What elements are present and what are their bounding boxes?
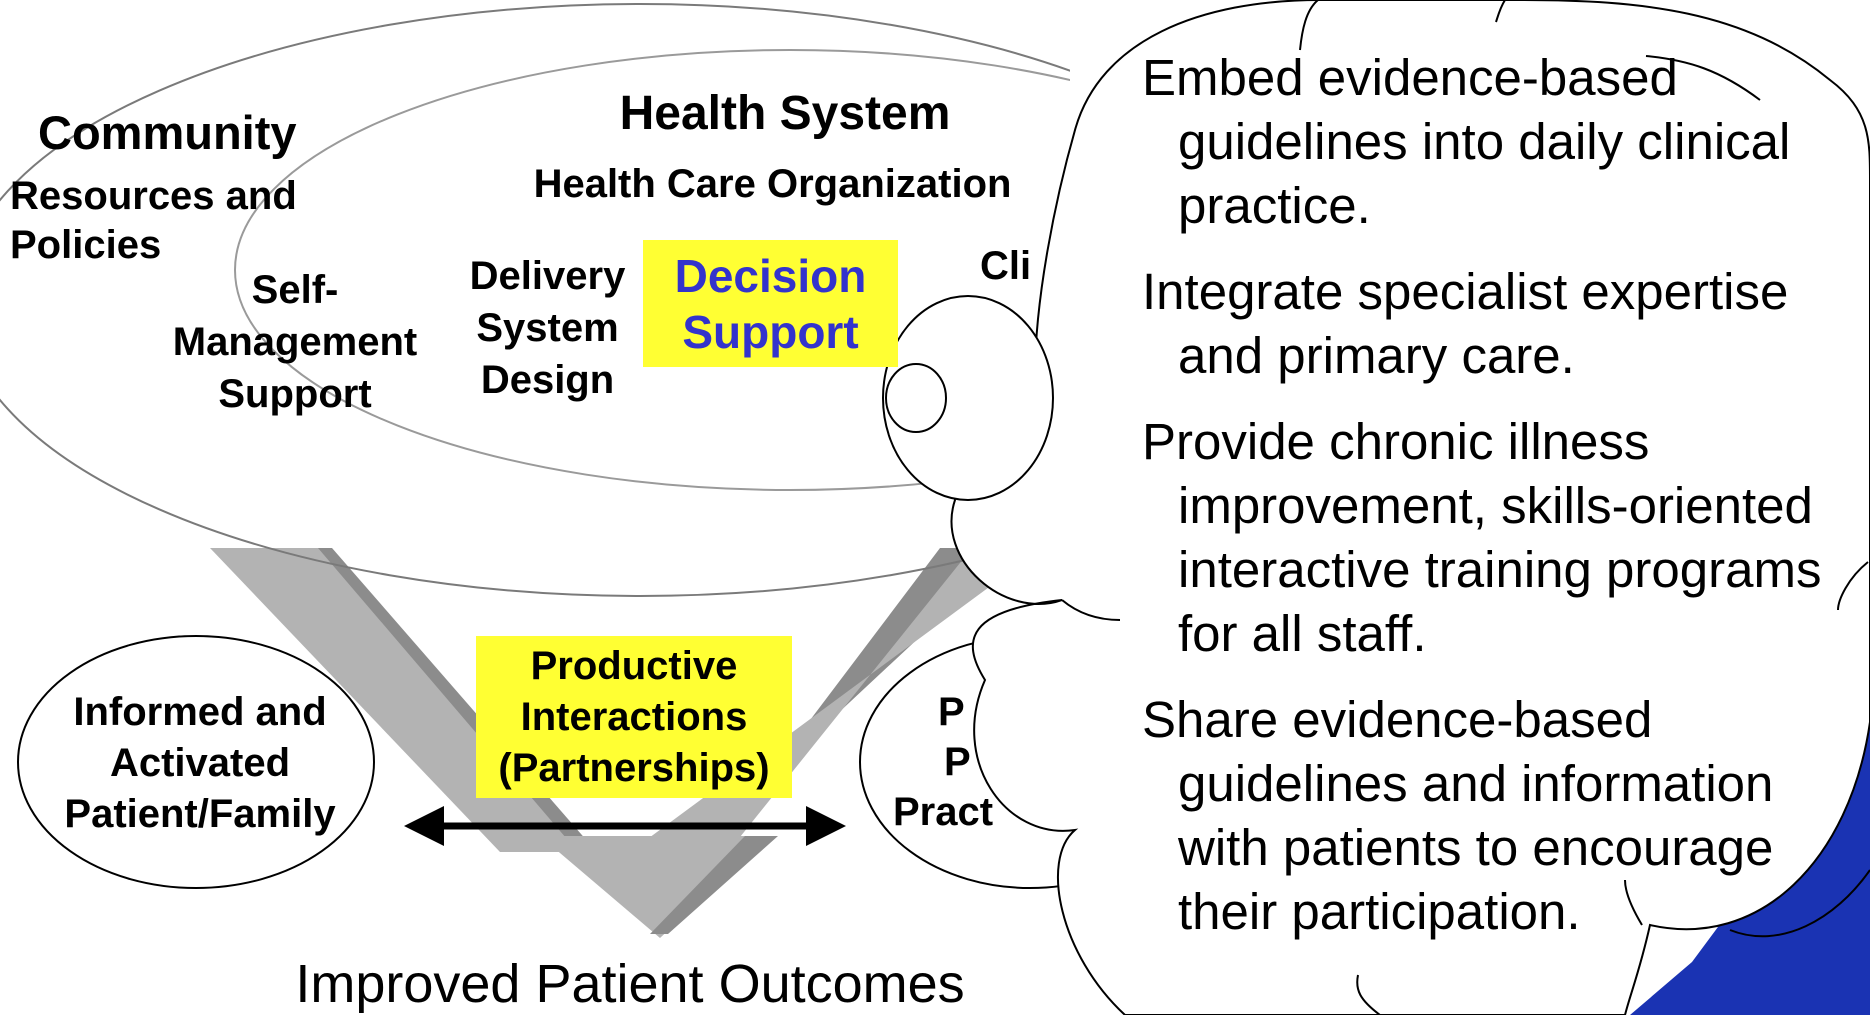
- callout-item-integrate-expertise: Integrate specialist expertise and prima…: [1142, 263, 1789, 384]
- health-system-ellipse: [234, 49, 1070, 491]
- callout-item-embed-guidelines: Embed evidence-based guidelines into dai…: [1142, 49, 1791, 234]
- community-resources-label: Resources and Policies: [10, 174, 297, 267]
- callout-item-share-guidelines: Share evidence-based guidelines and info…: [1142, 691, 1774, 940]
- callout-cloud: [950, 0, 1870, 1015]
- thought-bubble-small: [885, 363, 947, 433]
- productive-interactions-label: Productive Interactions (Partnerships): [498, 643, 770, 790]
- community-title: Community: [38, 106, 297, 159]
- clinical-information-label-partial: Cli: [980, 244, 1032, 288]
- health-system-title: Health System: [619, 87, 951, 140]
- callout-text: Embed evidence-based guidelines into dai…: [1142, 46, 1860, 966]
- interaction-arrow: [404, 806, 846, 846]
- self-management-support-label: Self- Management Support: [172, 268, 418, 416]
- productive-interactions-box: Productive Interactions (Partnerships): [476, 636, 792, 798]
- callout-item-training-programs: Provide chronic illness improvement, ski…: [1142, 413, 1822, 662]
- community-ellipse: [0, 3, 1070, 597]
- practice-team-label-line3: Pract: [893, 790, 994, 834]
- practice-team-label-line2: P: [944, 740, 971, 784]
- corner-accent: [1630, 722, 1870, 1015]
- thought-bubble-large: [882, 295, 1054, 501]
- delivery-system-design-label: Delivery System Design: [469, 254, 626, 402]
- patient-family-label: Informed and Activated Patient/Family: [64, 690, 336, 836]
- improved-patient-outcomes-label: Improved Patient Outcomes: [295, 954, 965, 1014]
- decision-support-box: Decision Support: [643, 240, 898, 367]
- practice-team-label-line1: P: [938, 690, 965, 734]
- cloud-bump-lines: [1061, 0, 1870, 1015]
- health-care-organization-label: Health Care Organization: [533, 162, 1012, 206]
- patient-ellipse: [17, 635, 375, 889]
- decision-support-label: Decision Support: [674, 249, 867, 358]
